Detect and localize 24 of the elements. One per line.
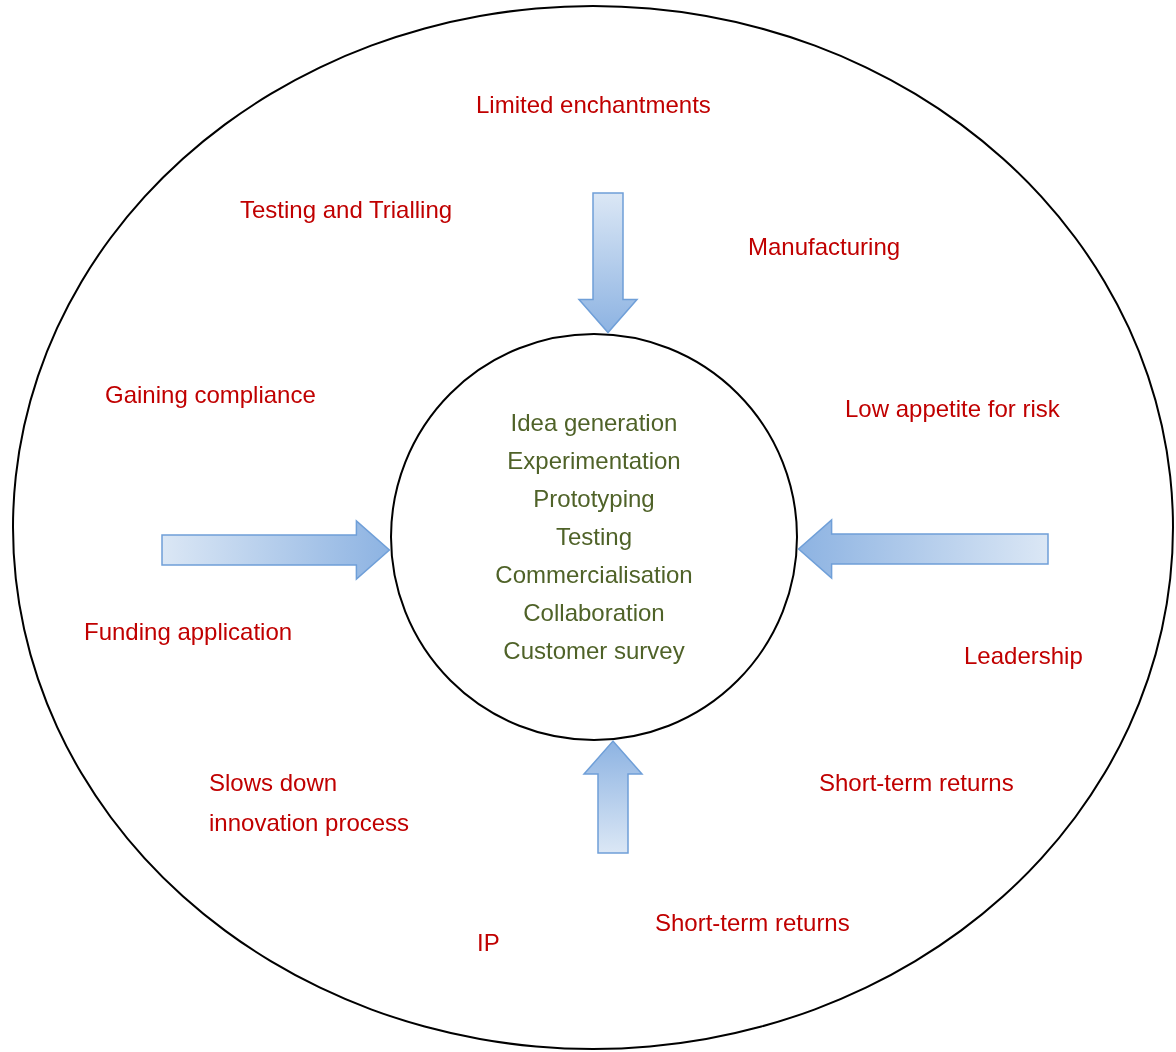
block-arrow xyxy=(797,518,1049,580)
outer-ellipse xyxy=(12,5,1174,1050)
barrier-label: Leadership xyxy=(964,641,1083,671)
activity-text: Commercialisation xyxy=(495,560,693,590)
barrier-label: Testing and Trialling xyxy=(240,195,453,225)
activity-text: Idea generation xyxy=(510,408,678,438)
barrier-label: Manufacturing xyxy=(748,232,901,262)
barrier-label: Low appetite for risk xyxy=(845,394,1060,424)
activity-text: Experimentation xyxy=(507,446,681,476)
barrier-label: Limited enchantments xyxy=(476,90,711,120)
activity-text: Testing xyxy=(555,522,632,552)
barrier-label: Short-term returns xyxy=(655,908,850,938)
barrier-label: Gaining compliance xyxy=(105,380,316,410)
activity-text: Customer survey xyxy=(503,636,685,666)
block-arrow xyxy=(577,192,639,334)
activity-text: Prototyping xyxy=(533,484,655,514)
barrier-label: Short-term returns xyxy=(819,768,1014,798)
block-arrow xyxy=(161,519,391,581)
block-arrow xyxy=(582,739,644,854)
barrier-label: Slows down innovation process xyxy=(209,768,411,838)
barrier-label: IP xyxy=(477,928,500,958)
activity-text: Collaboration xyxy=(523,598,665,628)
barrier-label: Funding application xyxy=(84,617,293,647)
process-circle xyxy=(390,333,798,741)
